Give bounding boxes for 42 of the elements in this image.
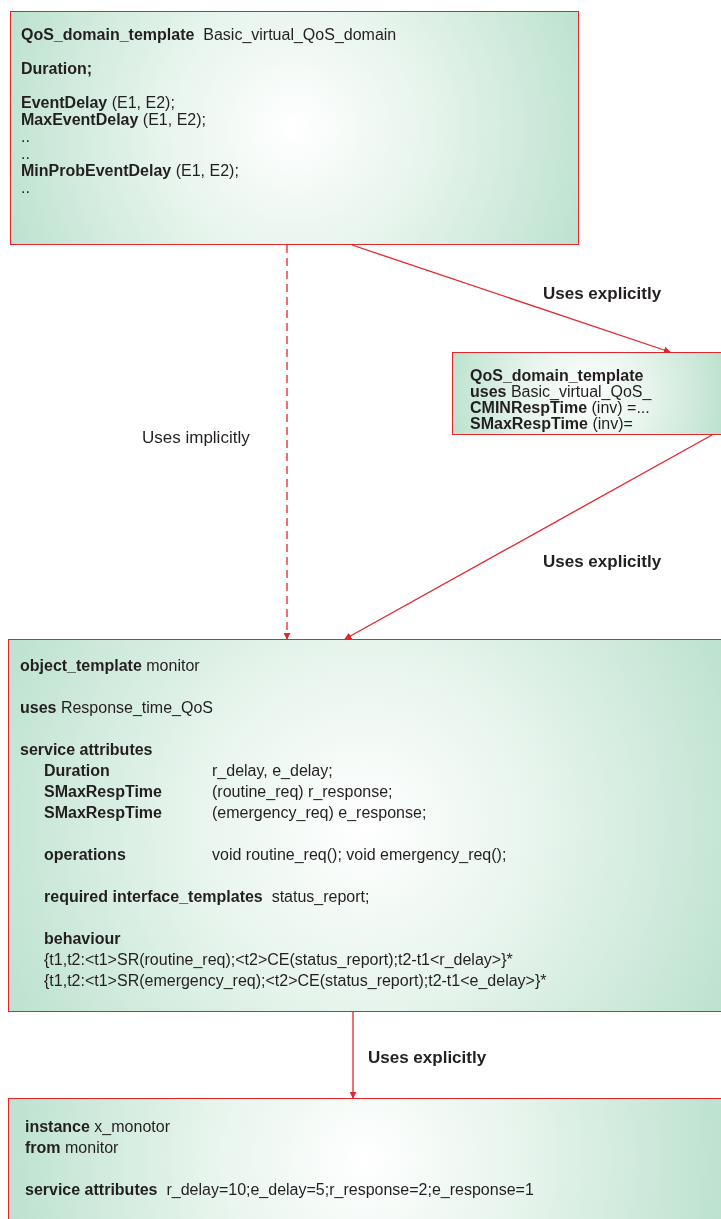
attribute-value: (routine_req) r_response; bbox=[212, 782, 394, 802]
attribute-name: SMaxRespTime bbox=[44, 782, 163, 802]
code-line: {t1,t2:<t1>SR(emergency_req);<t2>CE(status_report);t2-t1<e_delay>}* bbox=[44, 972, 547, 989]
code-line: QoS_domain_template bbox=[470, 367, 644, 384]
code-line: service attributes r_delay=10;e_delay=5;r_response=2;e_response=1 bbox=[25, 1181, 534, 1198]
edge-label: Uses implicitly bbox=[142, 427, 250, 449]
attribute-value: (emergency_req) e_response; bbox=[212, 803, 428, 823]
code-line: CMINRespTime (inv) =... bbox=[470, 399, 650, 416]
attribute-name: Duration bbox=[44, 761, 111, 781]
edge-label: Uses explicitly bbox=[543, 283, 662, 305]
template-box bbox=[8, 1098, 721, 1219]
edge-label: Uses explicitly bbox=[368, 1047, 487, 1069]
code-line: QoS_domain_template Basic_virtual_QoS_domain bbox=[21, 26, 397, 43]
code-line: behaviour bbox=[44, 930, 121, 947]
code-line: MinProbEventDelay (E1, E2); bbox=[21, 162, 239, 179]
code-line: .. bbox=[21, 145, 30, 162]
code-line: SMaxRespTime (inv)= bbox=[470, 415, 633, 432]
attribute-name: SMaxRespTime bbox=[44, 803, 163, 823]
code-line: object_template monitor bbox=[20, 657, 200, 674]
template-box bbox=[10, 11, 579, 245]
code-line: instance x_monotor bbox=[25, 1118, 170, 1135]
code-line: .. bbox=[21, 179, 30, 196]
edge-label: Uses explicitly bbox=[543, 551, 662, 573]
code-line: {t1,t2:<t1>SR(routine_req);<t2>CE(status_report);t2-t1<r_delay>}* bbox=[44, 951, 513, 968]
arrow bbox=[344, 434, 713, 640]
arrow bbox=[349, 1011, 357, 1099]
attribute-name: operations bbox=[44, 845, 127, 865]
arrow bbox=[351, 244, 671, 354]
template-box bbox=[8, 639, 721, 1012]
code-line: required interface_templates status_report; bbox=[44, 888, 370, 905]
attribute-value: r_delay, e_delay; bbox=[212, 761, 334, 781]
code-line: service attributes bbox=[20, 741, 153, 758]
code-line: uses Basic_virtual_QoS_ bbox=[470, 383, 652, 400]
code-line: uses Response_time_QoS bbox=[20, 699, 213, 716]
attribute-value: void routine_req(); void emergency_req(); bbox=[212, 845, 508, 865]
code-line: EventDelay (E1, E2); bbox=[21, 94, 175, 111]
code-line: MaxEventDelay (E1, E2); bbox=[21, 111, 206, 128]
code-line: from monitor bbox=[25, 1139, 119, 1156]
code-line: Duration; bbox=[21, 60, 93, 77]
template-box bbox=[452, 352, 721, 435]
code-line: .. bbox=[21, 128, 30, 145]
arrow bbox=[283, 244, 291, 640]
